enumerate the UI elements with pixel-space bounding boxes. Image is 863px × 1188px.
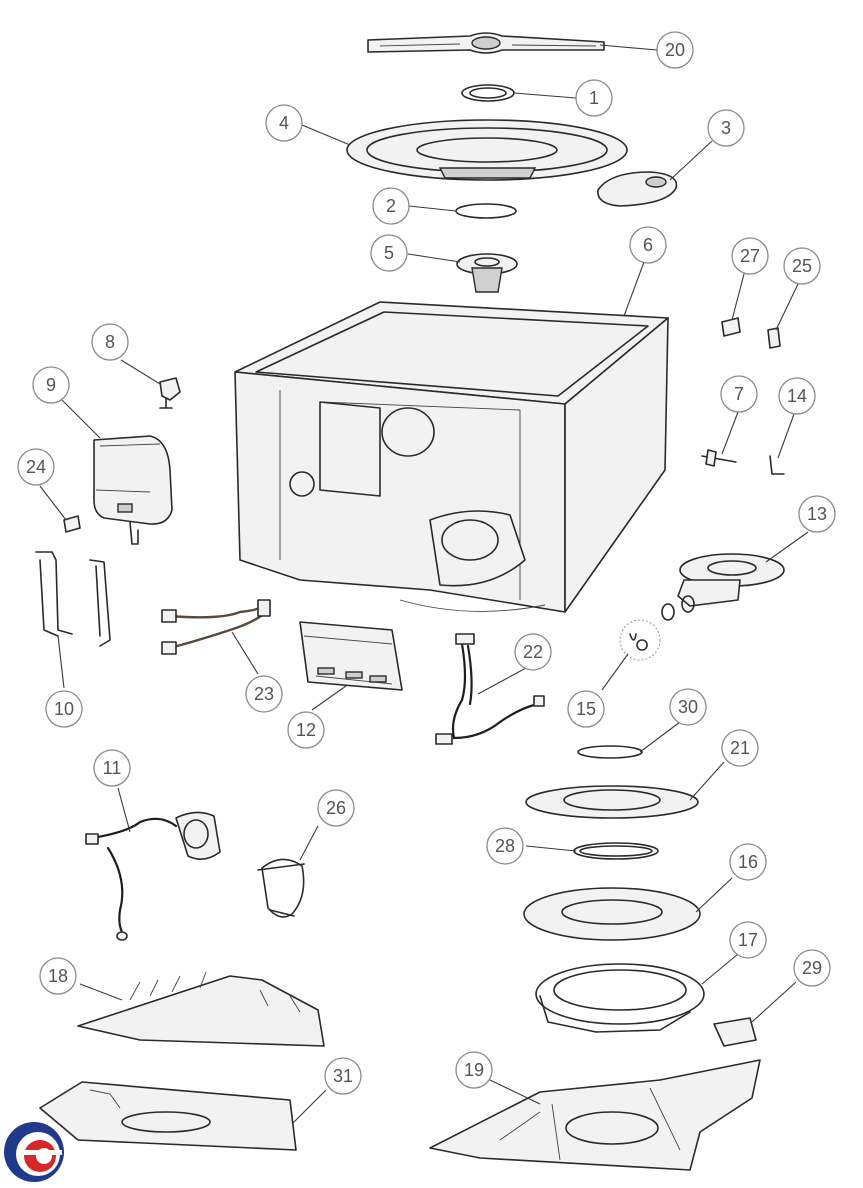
callout-10: 10 — [45, 690, 83, 728]
part-22-wire-harness — [435, 633, 545, 745]
callout-31: 31 — [324, 1057, 362, 1095]
svg-text:25: 25 — [792, 256, 812, 276]
part-4-support-plate — [346, 119, 628, 181]
svg-text:4: 4 — [279, 113, 289, 133]
svg-text:1: 1 — [589, 88, 599, 108]
callout-5: 5 — [370, 234, 408, 272]
part-24-clip — [63, 515, 81, 533]
callout-23: 23 — [245, 675, 283, 713]
callout-18: 18 — [39, 957, 77, 995]
svg-text:20: 20 — [665, 40, 685, 60]
callout-28: 28 — [486, 827, 524, 865]
svg-text:9: 9 — [46, 375, 56, 395]
svg-text:16: 16 — [738, 852, 758, 872]
callout-13: 13 — [798, 495, 836, 533]
part-17-sump-frame — [535, 963, 705, 1033]
callout-2: 2 — [372, 187, 410, 225]
part-12-control-board — [299, 621, 403, 691]
part-1-ring — [461, 84, 515, 102]
part-29-housing — [713, 1017, 757, 1047]
svg-text:14: 14 — [787, 386, 807, 406]
callout-1: 1 — [575, 79, 613, 117]
svg-text:21: 21 — [730, 738, 750, 758]
part-3-cover — [597, 171, 678, 207]
part-7-pin — [701, 449, 737, 467]
callout-9: 9 — [32, 366, 70, 404]
callout-22: 22 — [514, 633, 552, 671]
svg-text:13: 13 — [807, 504, 827, 524]
svg-text:30: 30 — [678, 697, 698, 717]
callout-17: 17 — [729, 921, 767, 959]
callout-3: 3 — [707, 109, 745, 147]
svg-text:7: 7 — [734, 384, 744, 404]
callout-6: 6 — [629, 226, 667, 264]
callout-12: 12 — [287, 711, 325, 749]
callout-15: 15 — [567, 690, 605, 728]
svg-text:28: 28 — [495, 836, 515, 856]
part-14-bracket — [769, 455, 785, 475]
svg-text:23: 23 — [254, 684, 274, 704]
callout-16: 16 — [729, 843, 767, 881]
part-9-housing — [93, 435, 173, 545]
svg-text:17: 17 — [738, 930, 758, 950]
svg-text:8: 8 — [105, 332, 115, 352]
part-20-upper-spray-arm — [367, 32, 605, 54]
svg-text:10: 10 — [54, 699, 74, 719]
callout-27: 27 — [731, 237, 769, 275]
part-16-filter-disc — [523, 887, 701, 941]
part-6-tub — [234, 301, 669, 613]
callout-26: 26 — [317, 789, 355, 827]
svg-text:15: 15 — [576, 699, 596, 719]
callout-7: 7 — [720, 375, 758, 413]
callout-4: 4 — [265, 104, 303, 142]
part-23-wire-harness — [161, 599, 271, 655]
svg-text:24: 24 — [26, 457, 46, 477]
svg-text:31: 31 — [333, 1066, 353, 1086]
svg-text:6: 6 — [643, 235, 653, 255]
callout-29: 29 — [793, 949, 831, 987]
part-10-brackets — [35, 551, 111, 647]
part-21-filter-ring — [525, 785, 699, 819]
callout-30: 30 — [669, 688, 707, 726]
svg-text:12: 12 — [296, 720, 316, 740]
svg-text:19: 19 — [464, 1060, 484, 1080]
brand-logo-icon — [4, 1122, 64, 1182]
part-2-gasket — [455, 203, 517, 219]
part-15-o-rings — [619, 619, 661, 661]
part-8-fastener — [159, 377, 181, 409]
svg-text:29: 29 — [802, 958, 822, 978]
svg-text:2: 2 — [386, 196, 396, 216]
part-13-pump-housing — [661, 553, 785, 621]
svg-text:11: 11 — [103, 758, 122, 778]
callout-25: 25 — [783, 247, 821, 285]
svg-text:18: 18 — [48, 966, 68, 986]
callout-21: 21 — [721, 729, 759, 767]
part-31-kickplate — [39, 1081, 297, 1151]
part-30-seal-ring — [577, 745, 643, 759]
part-28-ring — [573, 842, 659, 860]
part-27-clip — [721, 317, 741, 337]
callout-14: 14 — [778, 377, 816, 415]
part-25-strip — [767, 327, 781, 349]
leader-lines — [39, 44, 809, 1125]
callout-11: 11 — [93, 749, 131, 787]
callout-19: 19 — [455, 1051, 493, 1089]
callout-20: 20 — [656, 31, 694, 69]
svg-text:5: 5 — [384, 243, 394, 263]
svg-text:22: 22 — [523, 642, 543, 662]
svg-text:27: 27 — [740, 246, 760, 266]
svg-text:3: 3 — [721, 118, 731, 138]
callout-8: 8 — [91, 323, 129, 361]
part-11-motor-assembly — [85, 811, 221, 941]
part-5-impeller — [456, 253, 518, 293]
part-19-base-tray — [429, 1059, 761, 1171]
callout-24: 24 — [17, 448, 55, 486]
part-26-clamp — [257, 858, 305, 918]
svg-text:26: 26 — [326, 798, 346, 818]
part-18-base-frame — [77, 971, 325, 1047]
